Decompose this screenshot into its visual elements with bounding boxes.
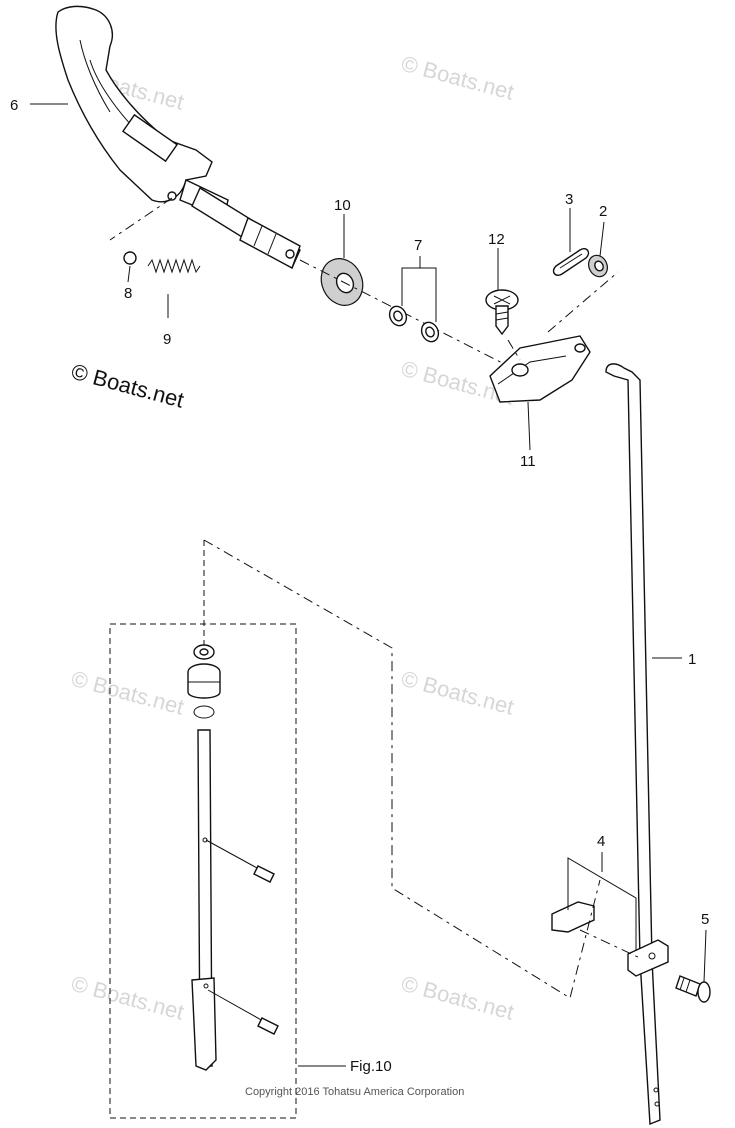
detail-pin-upper-part — [205, 839, 275, 883]
watermark: © Boats.net — [399, 666, 517, 720]
detent-ball-part — [123, 251, 137, 265]
callout-2: 2 — [599, 203, 607, 220]
figure-link-dash — [203, 539, 601, 999]
detail-bushing-part — [187, 663, 221, 699]
screw-part — [485, 289, 519, 336]
watermark: © Boats.net — [399, 51, 517, 105]
callout-3: 3 — [565, 191, 573, 208]
figure-reference-label: Fig.10 — [350, 1058, 392, 1075]
callouts: 6 10 7 12 3 2 8 9 11 1 4 5 — [10, 97, 709, 928]
leader-dash — [109, 197, 173, 241]
watermark: © Boats.net — [399, 971, 517, 1025]
throttle-lever-part — [489, 335, 591, 403]
watermarks: © Boats.net © Boats.net © Boats.net © Bo… — [69, 51, 517, 1025]
callout-4: 4 — [597, 833, 605, 850]
tiller-handle-part — [55, 5, 301, 270]
shaft-axis-dash — [299, 259, 521, 373]
callout-1: 1 — [688, 651, 696, 668]
clamp-axis-dash — [579, 929, 641, 959]
plain-washer-part — [588, 254, 608, 278]
callout-11: 11 — [520, 453, 536, 470]
callout-9: 9 — [163, 331, 171, 348]
watermark-dark: © Boats.net — [69, 359, 187, 413]
watermark: © Boats.net — [69, 666, 187, 720]
detent-spring-part — [147, 258, 201, 274]
callout-12: 12 — [488, 231, 505, 248]
callout-7: 7 — [414, 237, 422, 254]
cotter-pin-part — [552, 248, 590, 276]
copyright-text: Copyright 2016 Tohatsu America Corporati… — [245, 1086, 464, 1098]
rod-clamp-part — [551, 901, 669, 977]
throttle-rod-part — [605, 363, 661, 1126]
small-washer-part — [388, 305, 440, 343]
detail-pin-lower-part — [207, 989, 279, 1035]
lever-dash — [547, 271, 619, 333]
callout-6: 6 — [10, 97, 18, 114]
figure-detail-box — [109, 623, 297, 1119]
bracket-leader — [401, 267, 437, 322]
callout-8: 8 — [124, 285, 132, 302]
callout-5: 5 — [701, 911, 709, 928]
clamp-bolt-part — [675, 975, 711, 1003]
clamp-bracket-leader — [567, 857, 637, 950]
detail-snap-ring-part — [193, 705, 215, 719]
thrust-washer-part — [320, 258, 364, 306]
detail-washer-part — [193, 644, 215, 660]
callout-10: 10 — [334, 197, 351, 214]
detail-shaft-part — [191, 729, 217, 1071]
watermark: © Boats.net — [69, 971, 187, 1025]
callout-leaders — [30, 103, 707, 983]
